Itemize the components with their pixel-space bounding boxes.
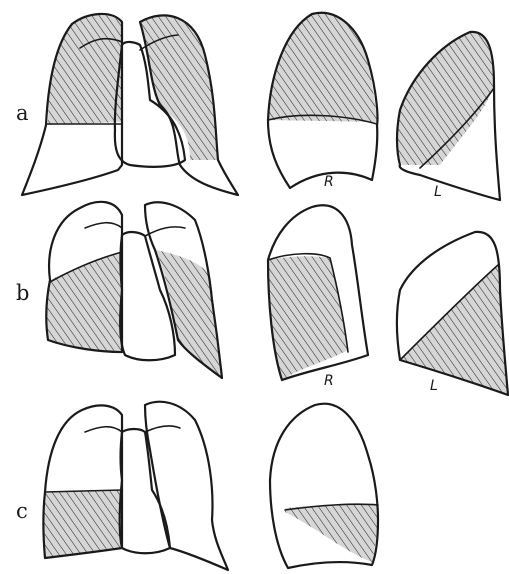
row-c-frontal-right-lower-shading	[44, 490, 123, 558]
row-b-heart	[120, 232, 175, 360]
row-label-b: b	[16, 281, 29, 305]
row-b-left-lateral-label: L	[430, 378, 438, 394]
row-b-left-lateral-view: L	[397, 232, 508, 395]
row-a-right-lateral-shading	[268, 13, 377, 122]
row-b-right-lateral-shading	[268, 256, 348, 380]
row-b-frontal-right-apex-line	[85, 223, 122, 228]
row-c-frontal-view	[44, 402, 229, 570]
row-a-right-lateral-view: R	[268, 13, 377, 190]
row-a-frontal-view	[22, 14, 238, 195]
row-a-left-lateral-view: L	[397, 32, 500, 200]
row-a-frontal-right-upper-shading	[48, 15, 121, 125]
row-b-left-lateral-shading	[400, 265, 508, 395]
row-b-right-lateral-view: R	[268, 205, 368, 389]
row-c-frontal-right-apex-line	[85, 427, 122, 432]
row-a-left-lateral-shading	[397, 32, 494, 165]
row-c-heart	[120, 429, 170, 553]
row-a-frontal-left-shading	[140, 15, 218, 160]
row-b-frontal-view	[46, 202, 222, 378]
row-a-left-lateral-label: L	[434, 184, 442, 200]
row-a-right-lateral-label: R	[324, 174, 334, 190]
row-b-right-lateral-label: R	[324, 373, 334, 389]
row-c-frontal-left-apex-line	[145, 426, 180, 432]
row-c-right-lateral-shading	[285, 504, 378, 562]
row-b-frontal-right-lower-shading	[46, 252, 122, 351]
row-c-right-lateral-view	[270, 404, 378, 568]
row-label-c: c	[16, 499, 28, 523]
row-label-a: a	[16, 101, 29, 125]
row-b-frontal-left-apex-line	[145, 227, 185, 236]
